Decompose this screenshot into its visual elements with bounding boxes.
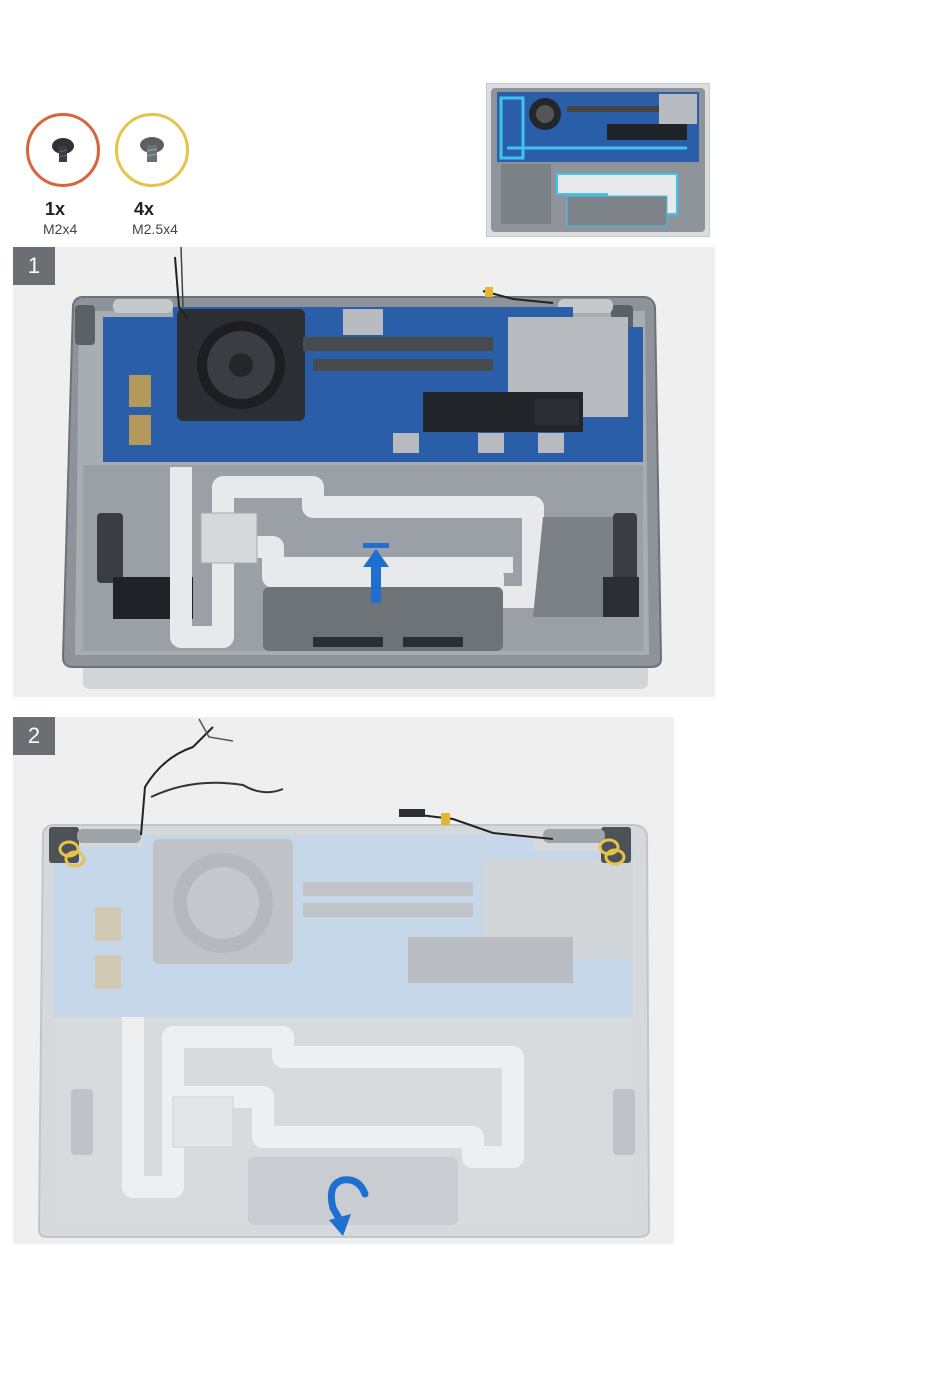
screw-m2-5x4-icon (115, 113, 189, 187)
step-number-badge: 2 (13, 717, 55, 755)
overview-thumbnail (486, 83, 710, 237)
screw-m2x4-icon (26, 113, 100, 187)
step-2-panel: 2 (13, 717, 674, 1244)
screw-location-right-icon (595, 837, 631, 869)
screw-size-1: M2x4 (43, 221, 77, 237)
push-up-arrow-icon (361, 543, 391, 605)
step-1-panel: 1 (13, 247, 715, 697)
screw-size-2: M2.5x4 (132, 221, 178, 237)
screw-count-2: 4x (134, 199, 154, 220)
step-2-illustration (13, 717, 674, 1244)
rotate-curved-arrow-icon (319, 1174, 375, 1240)
step-1-illustration (13, 247, 715, 697)
screw-location-left-icon (57, 839, 93, 871)
step-number-badge: 1 (13, 247, 55, 285)
screw-count-1: 1x (45, 199, 65, 220)
screw-legend: 1x M2x4 4x M2.5x4 (0, 0, 240, 240)
